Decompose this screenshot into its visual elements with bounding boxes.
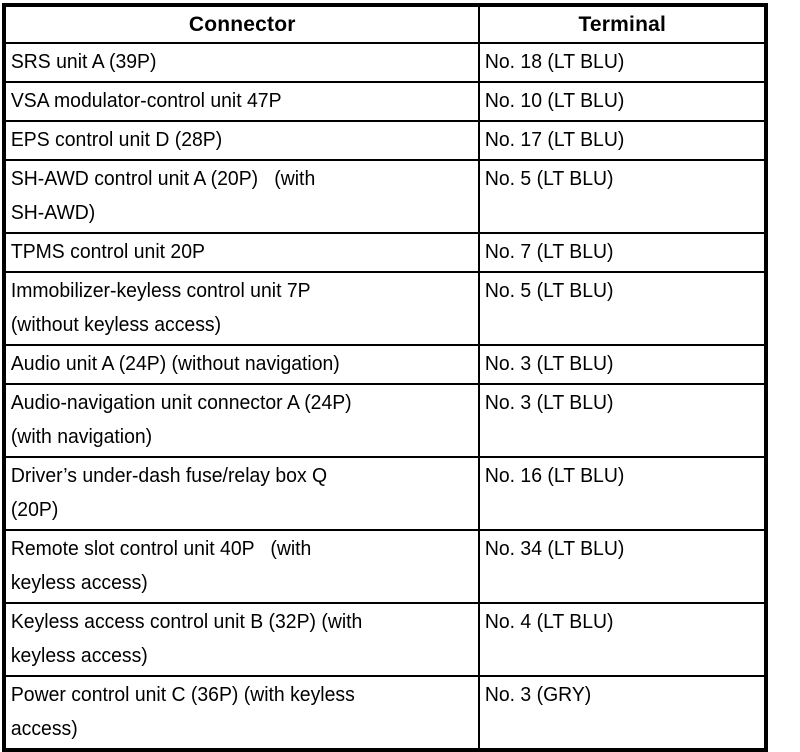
table-row: Remote slot control unit 40P (with keyle… (2, 529, 767, 604)
table-row: Audio unit A (24P) (without navigation) N… (2, 344, 767, 385)
cell-terminal: No. 5 (LT BLU) (478, 159, 767, 234)
cell-connector: Audio-navigation unit connector A (24P) … (2, 383, 481, 458)
cell-connector: Keyless access control unit B (32P) (wit… (2, 602, 481, 677)
cell-terminal: No. 4 (LT BLU) (478, 602, 767, 677)
cell-terminal: No. 34 (LT BLU) (478, 529, 767, 604)
connector-value: Audio-navigation unit connector A (24P) … (10, 392, 352, 448)
terminal-value: No. 5 (LT BLU) (485, 168, 614, 190)
terminal-value: No. 3 (LT BLU) (485, 353, 614, 375)
cell-connector: VSA modulator-control unit 47P (2, 81, 481, 122)
connector-value: Keyless access control unit B (32P) (wit… (10, 611, 363, 667)
cell-terminal: No. 16 (LT BLU) (478, 456, 767, 531)
cell-connector: TPMS control unit 20P (2, 232, 481, 273)
cell-connector: Remote slot control unit 40P (with keyle… (2, 529, 481, 604)
cell-connector: Audio unit A (24P) (without navigation) (2, 344, 481, 385)
connector-value: Immobilizer-keyless control unit 7P (wit… (10, 280, 311, 336)
cell-connector: SRS unit A (39P) (2, 42, 481, 83)
cell-connector: SH-AWD control unit A (20P) (with SH-AWD… (2, 159, 481, 234)
connector-value: Driver’s under-dash fuse/relay box Q (20… (10, 465, 328, 521)
table-body: SRS unit A (39P) No. 18 (LT BLU) VSA modul… (2, 42, 767, 751)
terminal-value: No. 16 (LT BLU) (485, 465, 625, 487)
table-header-row: Connector Terminal (2, 4, 767, 44)
table-row: VSA modulator-control unit 47P No. 10 (LT… (2, 81, 767, 122)
table-row: Keyless access control unit B (32P) (wit… (2, 602, 767, 677)
cell-connector: Immobilizer-keyless control unit 7P (wit… (2, 271, 481, 346)
cell-terminal: No. 3 (LT BLU) (478, 344, 767, 385)
terminal-value: No. 3 (LT BLU) (485, 392, 614, 414)
cell-connector: Driver’s under-dash fuse/relay box Q (20… (2, 456, 481, 531)
connector-terminal-table: Connector Terminal SRS unit A (39P) No. 1… (2, 3, 768, 752)
column-header-connector: Connector (2, 4, 481, 44)
terminal-value: No. 18 (LT BLU) (485, 51, 625, 73)
table-row: SRS unit A (39P) No. 18 (LT BLU) (2, 42, 767, 83)
terminal-value: No. 7 (LT BLU) (485, 241, 614, 263)
connector-value: Remote slot control unit 40P (with keyle… (10, 538, 312, 594)
table-row: Audio-navigation unit connector A (24P) … (2, 383, 767, 458)
cell-terminal: No. 3 (LT BLU) (478, 383, 767, 458)
terminal-value: No. 34 (LT BLU) (485, 538, 625, 560)
table-row: SH-AWD control unit A (20P) (with SH-AWD… (2, 159, 767, 234)
table-row: Immobilizer-keyless control unit 7P (wit… (2, 271, 767, 346)
page-root: Connector Terminal SRS unit A (39P) No. 1… (2, 3, 768, 752)
connector-value: Power control unit C (36P) (with keyless… (10, 684, 355, 740)
cell-connector: EPS control unit D (28P) (2, 120, 481, 161)
table-row: EPS control unit D (28P) No. 17 (LT BLU) (2, 120, 767, 161)
cell-terminal: No. 18 (LT BLU) (478, 42, 767, 83)
terminal-value: No. 5 (LT BLU) (485, 280, 614, 302)
connector-value: EPS control unit D (28P) (10, 129, 223, 151)
terminal-value: No. 4 (LT BLU) (485, 611, 614, 633)
terminal-value: No. 17 (LT BLU) (485, 129, 625, 151)
connector-value: SRS unit A (39P) (10, 51, 157, 73)
cell-terminal: No. 17 (LT BLU) (478, 120, 767, 161)
column-header-terminal: Terminal (478, 4, 767, 44)
cell-terminal: No. 10 (LT BLU) (478, 81, 767, 122)
connector-value: TPMS control unit 20P (10, 241, 205, 263)
table-row: Driver’s under-dash fuse/relay box Q (20… (2, 456, 767, 531)
table-row: Power control unit C (36P) (with keyless… (2, 675, 767, 751)
cell-terminal: No. 7 (LT BLU) (478, 232, 767, 273)
terminal-value: No. 3 (GRY) (485, 684, 592, 706)
table-row: TPMS control unit 20P No. 7 (LT BLU) (2, 232, 767, 273)
cell-connector: Power control unit C (36P) (with keyless… (2, 675, 481, 751)
connector-value: Audio unit A (24P) (without navigation) (10, 353, 340, 375)
table-header: Connector Terminal (2, 4, 767, 44)
cell-terminal: No. 3 (GRY) (478, 675, 767, 751)
connector-value: VSA modulator-control unit 47P (10, 90, 282, 112)
connector-value: SH-AWD control unit A (20P) (with SH-AWD… (10, 168, 316, 224)
terminal-value: No. 10 (LT BLU) (485, 90, 625, 112)
cell-terminal: No. 5 (LT BLU) (478, 271, 767, 346)
